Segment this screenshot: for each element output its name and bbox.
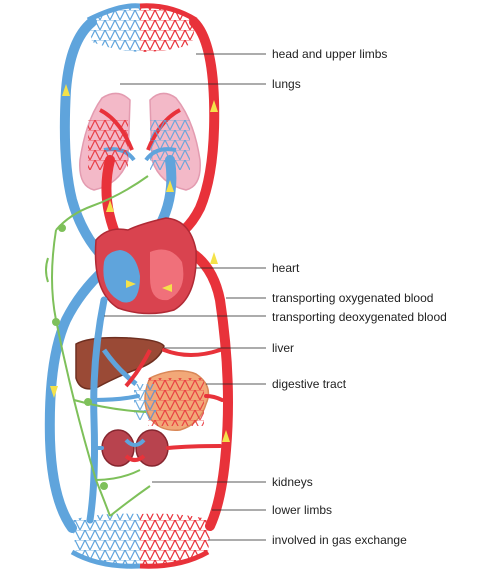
arrow-up-icon: [166, 180, 174, 192]
arrow-down-icon: [106, 200, 114, 212]
arrow-up-icon: [62, 84, 70, 96]
systemic-vessels: [44, 17, 233, 533]
flow-arrows: [50, 84, 230, 442]
organ-branches: [86, 296, 224, 524]
arrow-down-icon: [222, 430, 230, 442]
lungs: [79, 92, 201, 191]
label-head-and-upper-limbs: head and upper limbs: [272, 47, 388, 61]
arrow-right-icon: [126, 280, 136, 288]
arrow-up-icon: [50, 386, 58, 398]
head-capillary-bed: [86, 3, 198, 52]
kidneys: [101, 429, 169, 467]
label-lower-limbs: lower limbs: [272, 503, 333, 517]
label-liver: liver: [272, 341, 295, 355]
arrow-down-icon: [210, 252, 218, 264]
label-involved-in-gas-exchange: involved in gas exchange: [272, 533, 407, 547]
leader-lines: [104, 53, 266, 541]
label-lungs: lungs: [272, 77, 301, 91]
label-transporting-oxygenated-blood: transporting oxygenated blood: [272, 291, 434, 305]
arrow-left-icon: [162, 284, 172, 292]
digestive-tract: [134, 370, 210, 431]
lymphatic-vessels: [45, 175, 151, 517]
heart: [94, 217, 197, 315]
label-kidneys: kidneys: [272, 475, 313, 489]
label-heart: heart: [272, 261, 300, 275]
label-transporting-deoxygenated-blood: transporting deoxygenated blood: [272, 310, 447, 324]
label-digestive-tract: digestive tract: [272, 377, 347, 391]
arrow-down-icon: [210, 100, 218, 112]
lower-limbs-capillary-bed: [70, 513, 212, 569]
